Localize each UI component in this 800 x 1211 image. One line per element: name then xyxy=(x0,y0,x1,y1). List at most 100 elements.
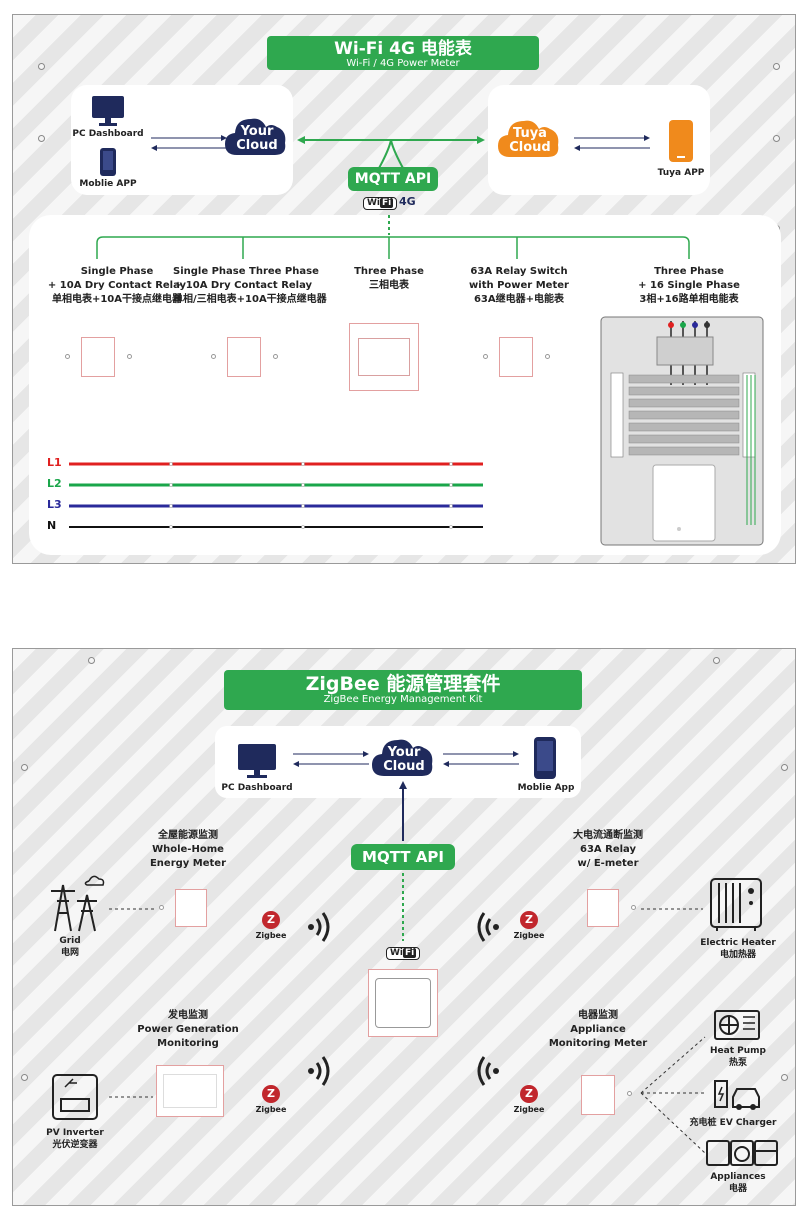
electric-heater-icon xyxy=(710,878,762,931)
dashed-link xyxy=(109,908,157,910)
mqtt-api-badge: MQTT API xyxy=(348,167,438,191)
wire-label-n: N xyxy=(47,519,57,532)
meter-device xyxy=(81,337,115,377)
bus-tree xyxy=(96,215,690,259)
screw xyxy=(38,63,45,70)
zigbee-icon: Z xyxy=(262,1085,280,1103)
tuya-cloud-icon xyxy=(498,120,559,157)
signal-right-icon xyxy=(308,912,330,942)
whole-home-meter xyxy=(175,889,207,927)
grid-tower-icon xyxy=(51,875,105,932)
relay-meter xyxy=(587,889,619,927)
phone-icon xyxy=(534,737,556,779)
panel2-title-banner: ZigBee 能源管理套件 ZigBee Energy Management K… xyxy=(224,670,582,710)
panel2-title: ZigBee 能源管理套件 xyxy=(305,673,501,695)
dashed-link xyxy=(641,908,703,910)
screw xyxy=(38,135,45,142)
appliance-meter xyxy=(581,1075,615,1115)
zigbee-icon: Z xyxy=(520,911,538,929)
screw xyxy=(773,63,780,70)
monitor-icon xyxy=(92,96,124,126)
screw xyxy=(65,354,70,359)
tuya-app-label: Tuya APP xyxy=(657,168,705,178)
ev-charger-label: 充电桩 EV Charger xyxy=(689,1118,777,1128)
panel1-title: Wi-Fi 4G 电能表 xyxy=(334,39,472,59)
mobile-app-label: Moblie App xyxy=(517,783,575,793)
arrows-icon xyxy=(151,135,227,151)
pc-dashboard-label: PC Dashboard xyxy=(72,129,144,139)
screw xyxy=(127,354,132,359)
wire-label-l1: L1 xyxy=(47,456,62,469)
screw xyxy=(773,135,780,142)
arrows-icon xyxy=(293,751,369,767)
cloud-connector xyxy=(297,136,485,171)
arrows-icon xyxy=(574,135,650,151)
arrows-icon xyxy=(443,751,519,767)
bus-wires xyxy=(69,462,483,529)
screw xyxy=(483,354,488,359)
appliances-icon xyxy=(706,1140,778,1166)
dashed-link xyxy=(109,1096,153,1098)
panel1-subtitle: Wi-Fi / 4G Power Meter xyxy=(346,58,460,69)
phone-icon xyxy=(669,120,693,162)
product-single-three-phase: Single Phase Three Phase+ 10A Dry Contac… xyxy=(173,266,327,305)
distribution-box-illustration xyxy=(600,316,764,546)
wifi-4g-panel: Wi-Fi 4G 电能表 Wi-Fi / 4G Power Meter PC D… xyxy=(12,14,796,564)
zigbee-icon: Z xyxy=(262,911,280,929)
screw xyxy=(781,1074,788,1081)
panel1-title-banner: Wi-Fi 4G 电能表 Wi-Fi / 4G Power Meter xyxy=(267,36,539,70)
pv-inverter-icon xyxy=(52,1074,98,1120)
screw xyxy=(545,354,550,359)
signal-right-icon xyxy=(308,1056,330,1086)
meter-device xyxy=(227,337,261,377)
screw xyxy=(713,657,720,664)
screw xyxy=(88,657,95,664)
zigbee-panel: ZigBee 能源管理套件 ZigBee Energy Management K… xyxy=(12,648,796,1206)
cloud-uplink-arrow xyxy=(399,781,407,841)
mobile-app-label: Moblie APP xyxy=(79,179,137,189)
panel2-subtitle: ZigBee Energy Management Kit xyxy=(323,694,483,705)
pc-dashboard-label: PC Dashboard xyxy=(221,783,293,793)
wire-label-l2: L2 xyxy=(47,477,62,490)
mqtt-api-badge: MQTT API xyxy=(351,844,455,870)
power-generation-meter xyxy=(156,1065,224,1117)
your-cloud-icon xyxy=(225,118,286,155)
screw xyxy=(631,905,636,910)
screw xyxy=(627,1091,632,1096)
your-cloud-icon xyxy=(372,739,433,776)
phone-icon xyxy=(100,148,116,176)
monitor-icon xyxy=(238,744,276,778)
screw xyxy=(273,354,278,359)
4g-label: 4G xyxy=(399,195,416,208)
ev-charger-icon xyxy=(714,1080,760,1110)
screw xyxy=(781,764,788,771)
wifi-link xyxy=(402,873,404,941)
wire-label-l3: L3 xyxy=(47,498,62,511)
signal-left-icon xyxy=(477,912,499,942)
screw xyxy=(211,354,216,359)
